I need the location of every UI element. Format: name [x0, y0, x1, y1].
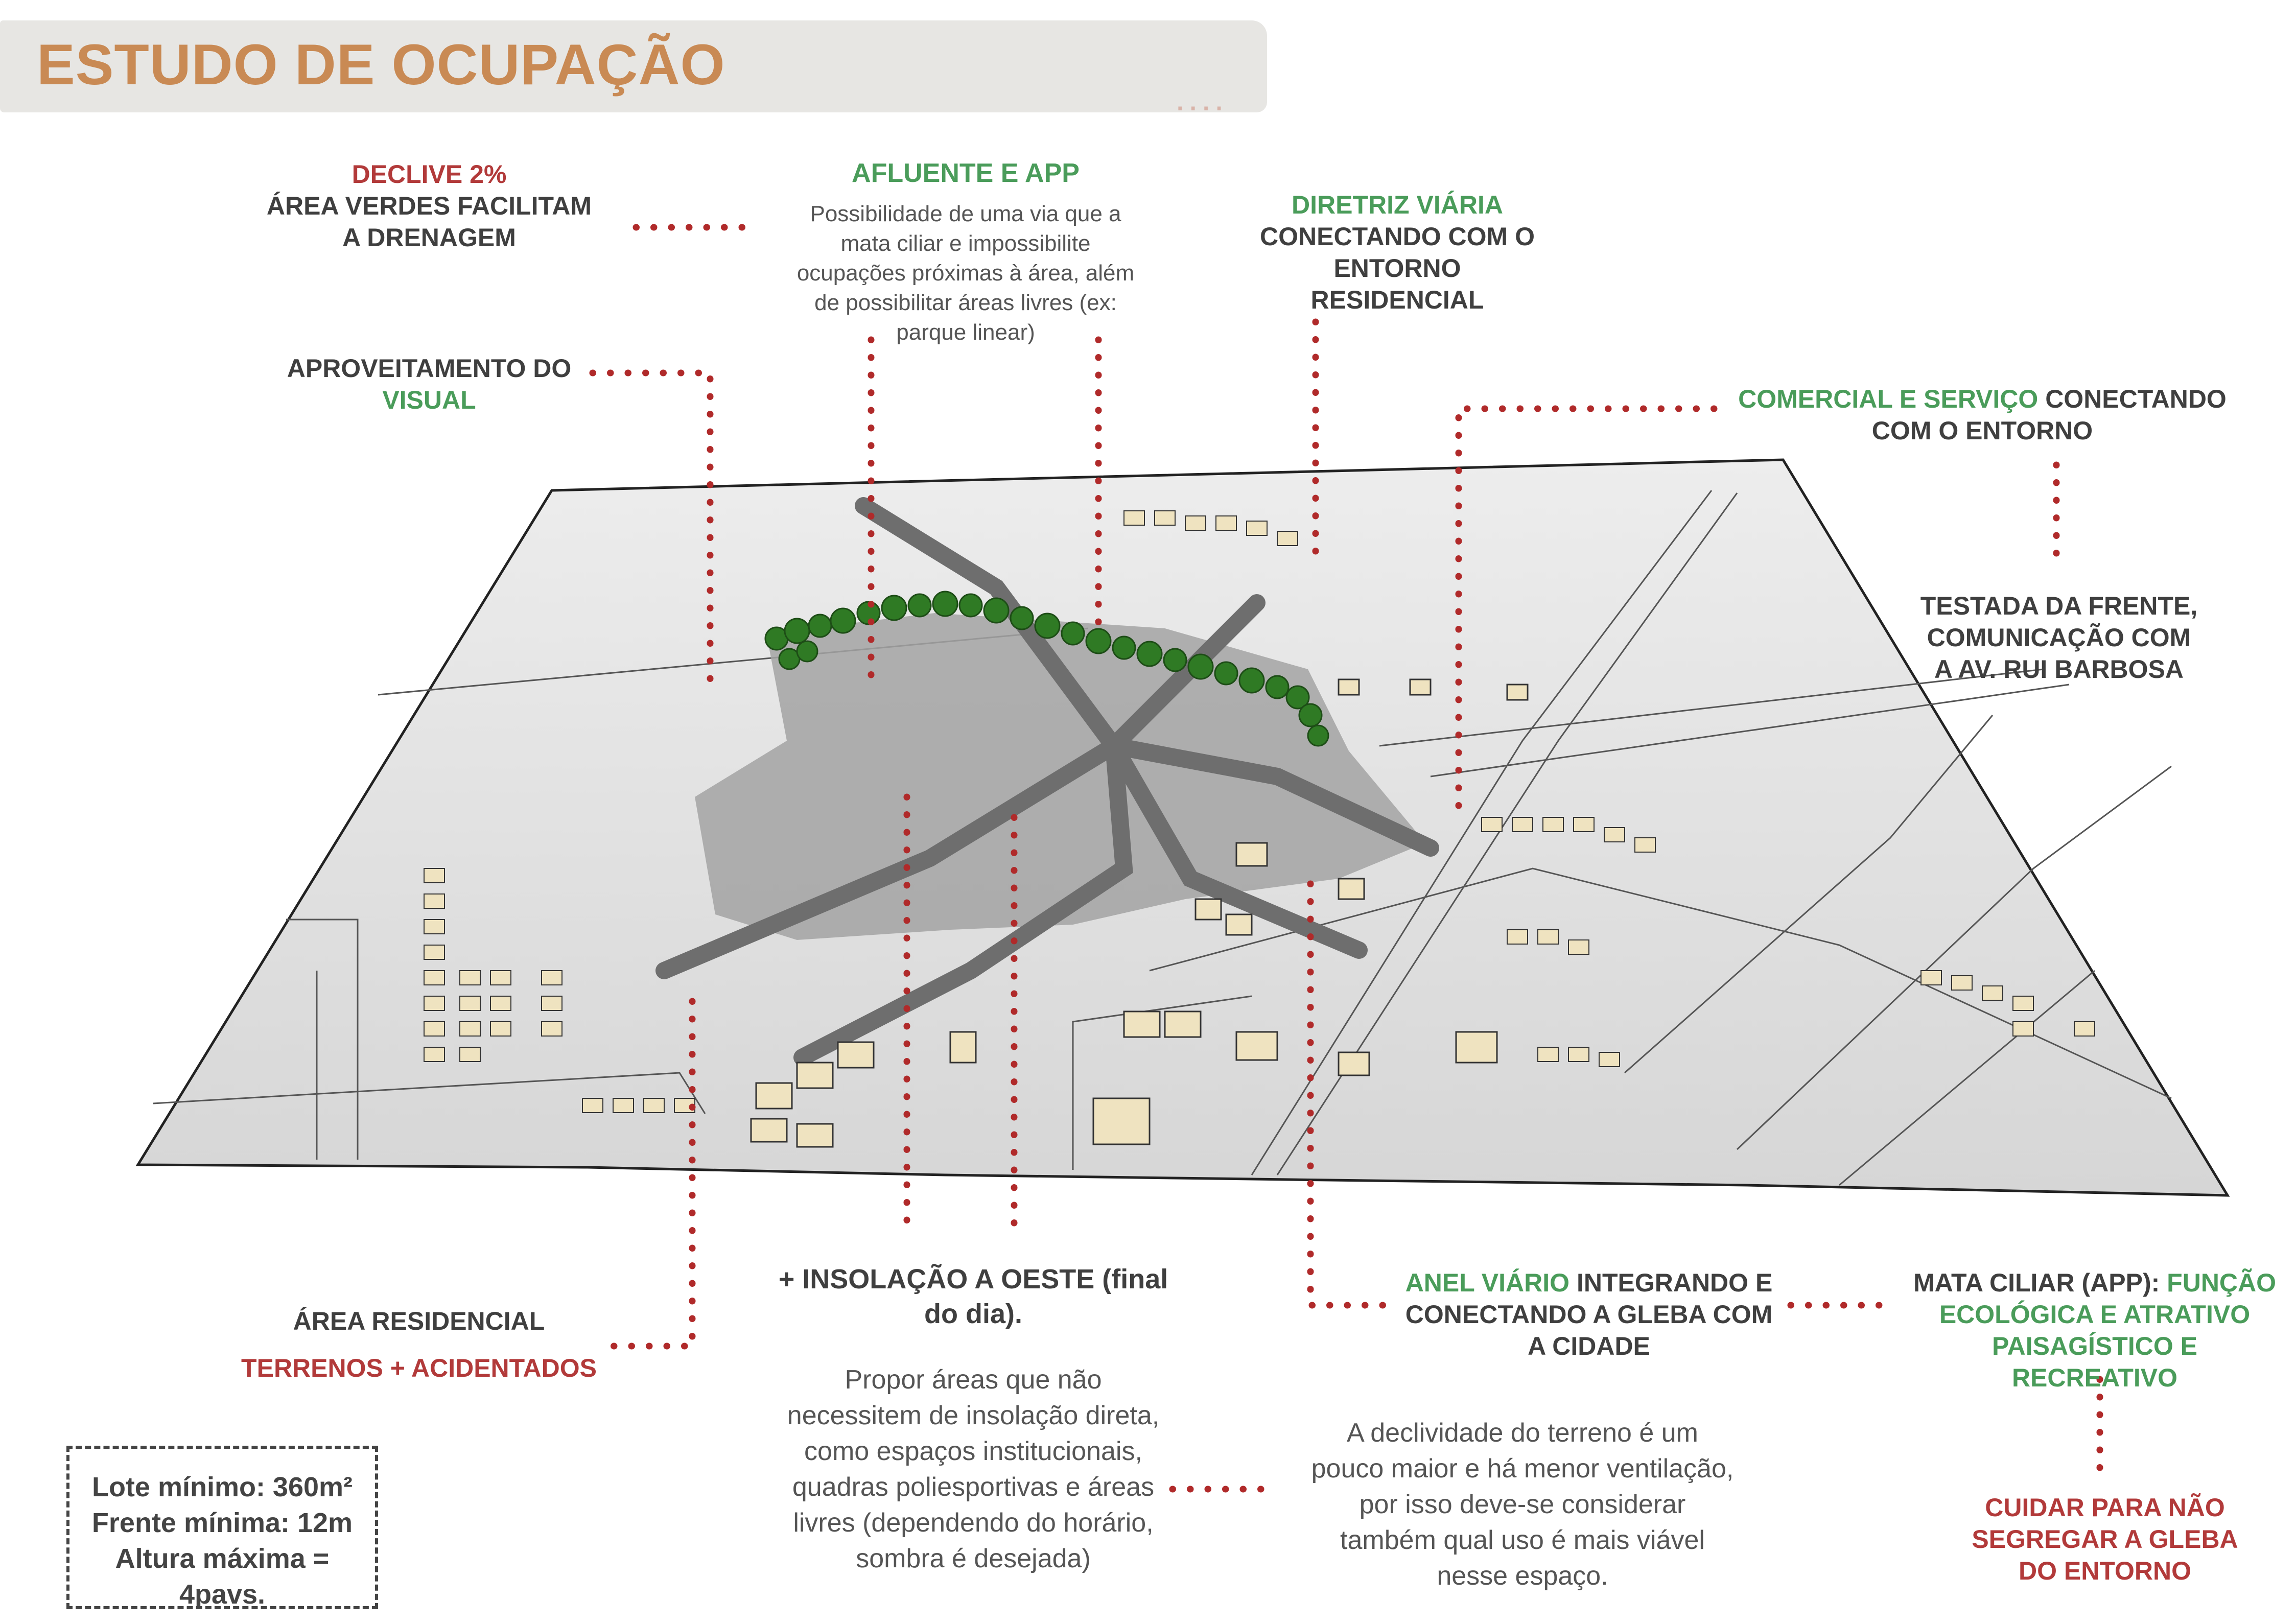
testada-label: TESTADA DA FRENTE, COMUNICAÇÃO COM A AV.… — [1920, 592, 2198, 684]
leader-lines — [589, 224, 2103, 1493]
afluente-heading: AFLUENTE E APP — [852, 158, 1080, 188]
declive-highlight: DECLIVE 2% — [352, 160, 507, 189]
cuidar-label: CUIDAR PARA NÃO SEGREGAR A GLEBA DO ENTO… — [1972, 1493, 2238, 1585]
comercial-highlight: COMERCIAL E SERVIÇO — [1738, 385, 2039, 413]
diretriz-heading: DIRETRIZ VIÁRIA — [1292, 191, 1503, 219]
comercial-label: COMERCIAL E SERVIÇO CONECTANDO COM O ENT… — [1727, 383, 2238, 446]
mata-text: MATA CILIAR (APP): — [1913, 1268, 2160, 1297]
page-title: ESTUDO DE OCUPAÇÃO — [37, 33, 725, 97]
riparian-trees — [764, 591, 1329, 747]
anel-highlight: ANEL VIÁRIO — [1405, 1268, 1570, 1297]
parameters-box: Lote mínimo: 360m² Frente mínima: 12m Al… — [66, 1446, 378, 1610]
mata-highlight: FUNÇÃO ECOLÓGICA E ATRATIVO PAISAGÍSTICO… — [1939, 1268, 2277, 1392]
declive-label: DECLIVE 2% ÁREA VERDES FACILITAM A DRENA… — [266, 158, 593, 253]
altura-maxima: Altura máxima = 4pavs. — [115, 1543, 330, 1610]
visual-label: APROVEITAMENTO DO VISUAL — [286, 352, 572, 416]
declive-text: ÁREA VERDES FACILITAM A DRENAGEM — [266, 192, 592, 252]
visual-text: APROVEITAMENTO DO — [287, 354, 572, 383]
mata-label: MATA CILIAR (APP): FUNÇÃO ECOLÓGICA E AT… — [1911, 1267, 2279, 1394]
insolacao-label: + INSOLAÇÃO A OESTE (final do dia). Prop… — [777, 1262, 1170, 1576]
title-banner — [0, 20, 1267, 112]
residential-blocks — [424, 510, 2095, 1113]
title-dots: .... — [1175, 78, 1227, 118]
residencial-text: ÁREA RESIDENCIAL — [293, 1307, 545, 1335]
residencial-label: ÁREA RESIDENCIAL TERRENOS + ACIDENTADOS — [240, 1305, 598, 1384]
visual-highlight: VISUAL — [382, 386, 476, 414]
residencial-highlight: TERRENOS + ACIDENTADOS — [241, 1354, 597, 1382]
buildings — [750, 678, 1529, 1148]
comercial-text: CONECTANDO COM O ENTORNO — [1871, 385, 2227, 445]
insolacao-heading: + INSOLAÇÃO A OESTE (final do dia). — [778, 1264, 1168, 1329]
anel-label: ANEL VIÁRIO INTEGRANDO E CONECTANDO A GL… — [1395, 1267, 1783, 1362]
diretriz-label: DIRETRIZ VIÁRIA CONECTANDO COM O ENTORNO… — [1257, 189, 1538, 316]
lote-minimo: Lote mínimo: 360m² — [91, 1472, 353, 1502]
anel-text: INTEGRANDO E CONECTANDO A GLEBA COM A CI… — [1405, 1268, 1773, 1360]
road-network — [655, 497, 1439, 1066]
diretriz-text: CONECTANDO COM O ENTORNO RESIDENCIAL — [1260, 222, 1535, 314]
afluente-text: Possibilidade de uma via que a mata cili… — [796, 201, 1135, 345]
afluente-label: AFLUENTE E APP Possibilidade de uma via … — [787, 157, 1144, 347]
declividade-text: A declividade do terreno é um pouco maio… — [1311, 1418, 1734, 1591]
insolacao-text: Propor áreas que não necessitem de insol… — [787, 1365, 1160, 1573]
frente-minima: Frente mínima: 12m — [91, 1508, 353, 1538]
